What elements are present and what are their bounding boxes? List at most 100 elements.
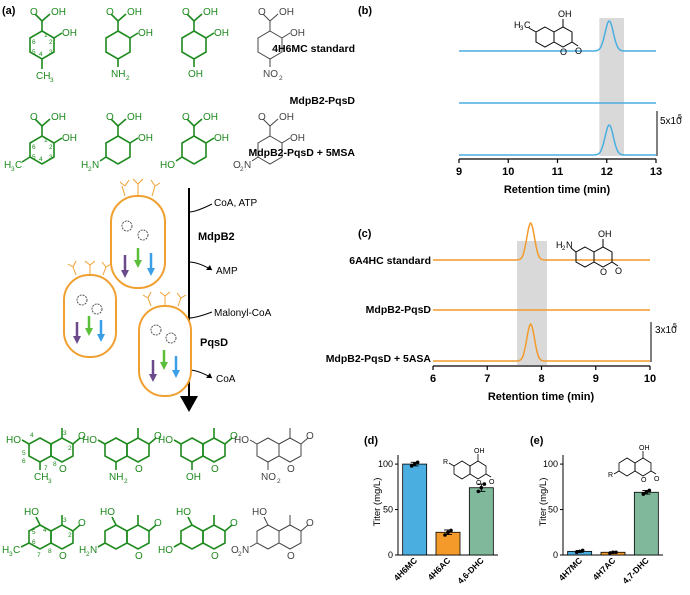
sample-label-b-2: MdpB2-PqsD [290,95,356,107]
svg-text:3: 3 [520,26,524,32]
scale-c: 3x10 [655,325,677,336]
svg-text:2: 2 [126,75,130,82]
svg-text:O: O [258,7,266,18]
svg-text:2: 2 [88,166,92,173]
product-coa: CoA [216,374,236,385]
svg-text:6: 6 [32,539,36,546]
ytick-label: 50 [548,505,558,515]
svg-text:3: 3 [50,77,54,84]
svg-text:N: N [244,160,251,171]
svg-text:2: 2 [279,75,283,82]
bar [468,487,494,556]
svg-text:O: O [287,551,295,562]
svg-text:3: 3 [63,430,67,437]
svg-text:OH: OH [639,445,650,452]
panel-label-d: (d) [364,435,378,447]
svg-text:OH: OH [62,28,77,39]
svg-text:OH: OH [214,133,229,144]
xtick-label: 13 [650,166,662,178]
svg-text:OH: OH [279,7,294,18]
substrate-5-nitro-sa: O OH OH O 2 N [233,112,305,173]
product-7-nitro-coumarin: HO O O NO 2 [234,428,314,485]
svg-text:O: O [182,7,190,18]
svg-text:N: N [566,240,573,250]
trace-c-1 [433,221,650,261]
xtick-label: 10 [644,373,656,385]
substrate-5-methyl-sa: O OH OH H 3 C 1 2 3 4 5 6 [4,112,77,173]
substrate-4-hydroxy-sa: O OH OH OH [181,7,229,80]
svg-text:H: H [514,20,521,30]
data-point [476,489,481,494]
scale-c-exp: 5 [673,323,677,330]
svg-text:2: 2 [277,478,281,485]
xtick-label: 6 [430,373,436,385]
ytick-label: 100 [543,459,558,469]
xtick-label: 9 [593,373,599,385]
xtick-label: 9 [456,166,462,178]
product-4-6-dhc: HO O O HO [158,507,238,562]
data-point [577,549,582,554]
panel-label-b: (b) [358,5,372,17]
data-point [647,488,652,493]
substrate-4-amino-sa: O OH OH NH 2 [105,7,153,82]
svg-text:HO: HO [160,160,175,171]
svg-text:5: 5 [32,529,36,536]
svg-text:2: 2 [49,144,53,151]
svg-text:O: O [287,464,295,475]
svg-text:O: O [154,431,162,442]
svg-text:O: O [306,518,314,529]
svg-text:O: O [233,160,241,171]
ytick-label: 100 [378,459,393,469]
scale-b: 5x10 [660,116,682,127]
svg-text:O: O [106,7,114,18]
ytick-label: 0 [388,550,393,560]
product-4h7mc: HO O O CH 3 3 2 4 5 6 7 8 [6,428,86,485]
svg-text:O: O [211,464,219,475]
substrate-4-nitro-sa: O OH OH NO 2 [257,7,305,82]
svg-text:HO: HO [158,545,173,556]
bar [402,463,428,556]
svg-text:O: O [600,267,607,277]
enzyme-mdpb2: MdpB2 [198,231,235,243]
svg-text:3: 3 [49,49,53,56]
svg-text:1: 1 [44,137,48,144]
ylabel-e: Titer (mg/L) [538,478,549,527]
svg-text:H: H [2,545,9,556]
category-label: 4,7-DHC [620,555,650,585]
substrate-5-amino-sa: O OH OH H 2 N [81,112,153,173]
svg-text:3: 3 [11,166,15,173]
data-point [574,550,579,555]
data-point [449,528,453,533]
svg-text:2: 2 [124,478,128,485]
svg-text:O: O [306,431,314,442]
substrate-4-methyl-sa: O OH OH CH 3 1 2 3 4 5 6 [29,7,77,84]
svg-text:HO: HO [6,435,21,446]
svg-text:O: O [258,112,266,123]
data-point [580,548,585,553]
xlabel-c: Retention time (min) [488,391,595,403]
svg-text:2: 2 [68,532,72,539]
svg-text:O: O [231,545,239,556]
svg-text:OH: OH [203,7,218,18]
ytick-label: 50 [383,505,393,515]
data-point [608,551,612,555]
svg-text:O: O [211,551,219,562]
svg-text:O: O [135,551,143,562]
svg-text:C: C [13,545,20,556]
panel-label-a: (a) [2,5,16,17]
svg-text:2: 2 [68,445,72,452]
product-amp: AMP [216,266,238,277]
svg-text:HO: HO [158,435,173,446]
svg-text:O: O [560,47,567,57]
svg-text:O: O [30,7,38,18]
structure-4h6mc-b: OH O O H 3 C [514,9,582,57]
data-point [446,530,450,535]
svg-text:2: 2 [240,166,244,173]
svg-text:4: 4 [39,156,43,163]
cell-top [110,178,166,289]
category-label: 4H7MC [557,555,584,582]
svg-text:O: O [135,464,143,475]
